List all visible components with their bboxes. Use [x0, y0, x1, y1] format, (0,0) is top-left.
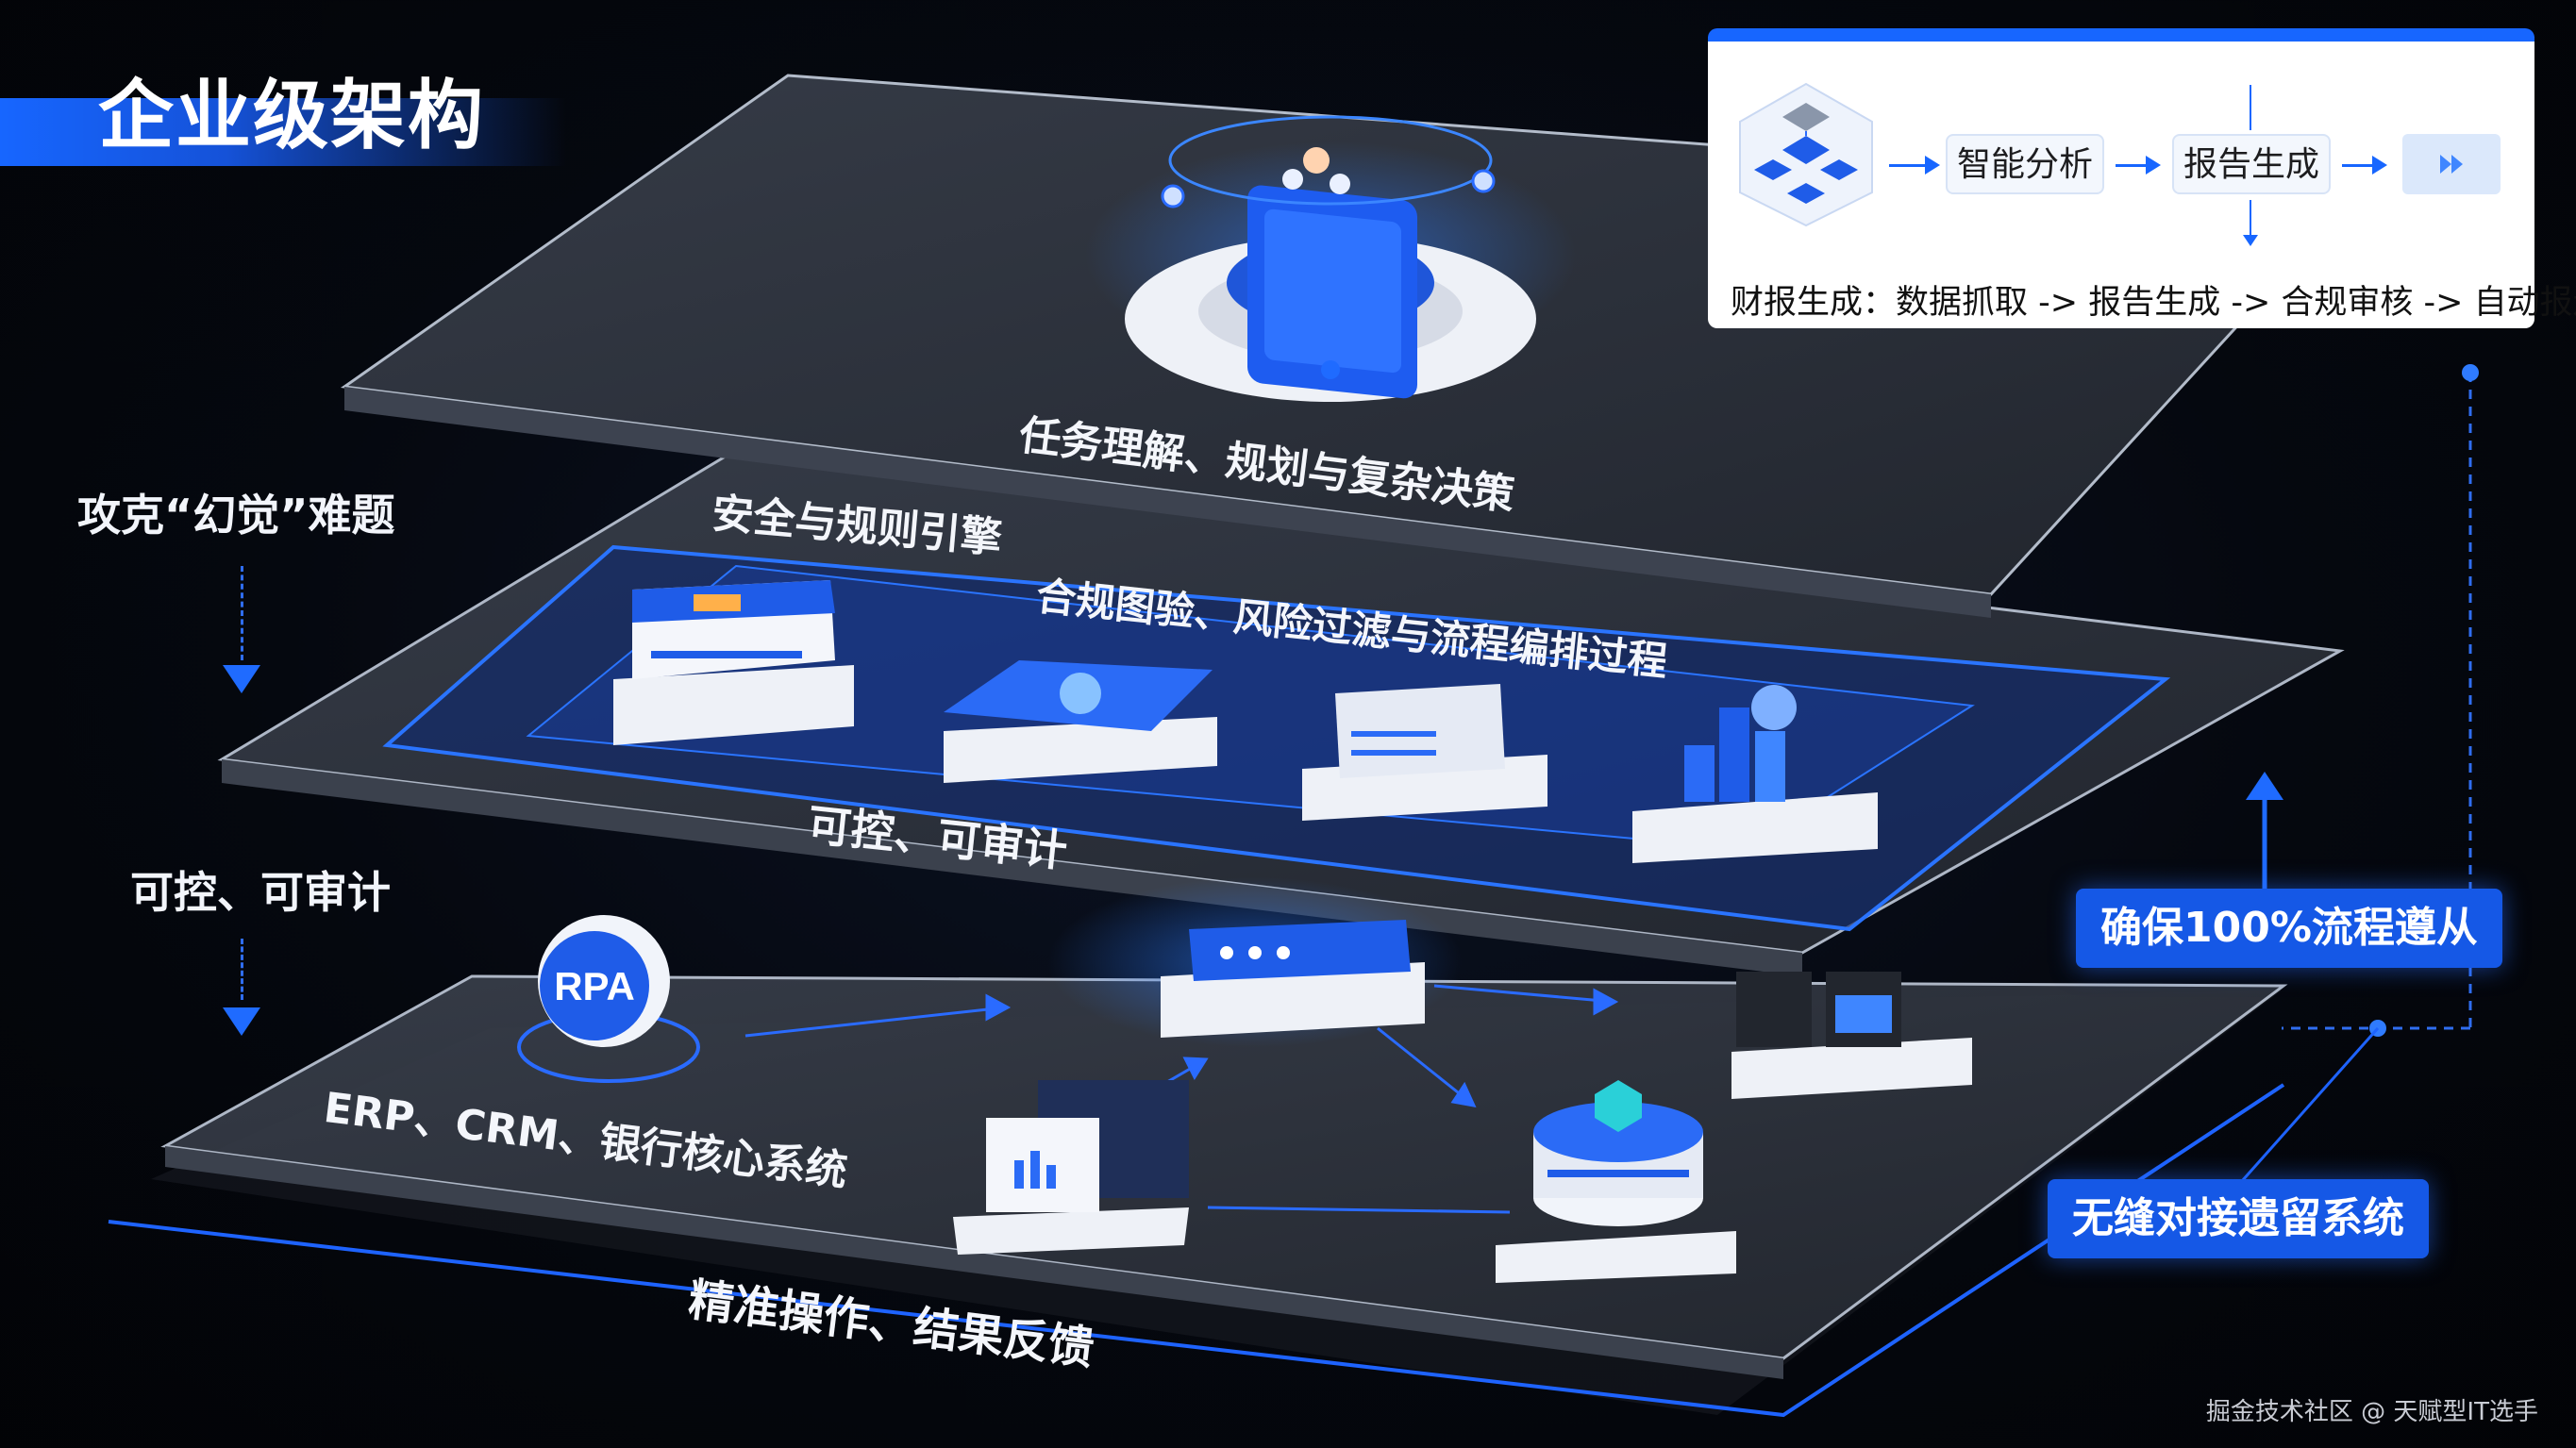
- server-rack-icon: [1161, 920, 1425, 1038]
- cube-network-icon: [1731, 79, 1882, 230]
- compliance-badge: 确保100%流程遵从: [2076, 889, 2502, 968]
- left-arrow-top: [241, 566, 243, 660]
- card-connector-down: [2250, 200, 2251, 238]
- card-arrow-1: [1889, 164, 1936, 167]
- page-title: 企业级架构: [98, 55, 485, 164]
- workflow-card: 智能分析 报告生成 财报生成：数据抓取 -> 报告生成 -> 合规审核 -> 自…: [1708, 28, 2534, 328]
- controllable-label: 可控、可审计: [130, 858, 391, 921]
- fast-forward-button: [2402, 134, 2501, 194]
- card-step-report: 报告生成: [2172, 134, 2331, 194]
- left-arrow-bottom-head: [223, 1007, 260, 1036]
- card-connector-up: [2250, 85, 2251, 130]
- card-connector-down-head: [2243, 235, 2258, 246]
- left-arrow-top-head: [223, 665, 260, 693]
- legacy-badge: 无缝对接遗留系统: [2048, 1179, 2429, 1258]
- hallucination-label: 攻克“幻觉”难题: [77, 481, 394, 543]
- left-arrow-bottom: [241, 939, 243, 1000]
- card-step-analysis: 智能分析: [1946, 134, 2104, 194]
- card-caption: 财报生成：数据抓取 -> 报告生成 -> 合规审核 -> 自动报送: [1731, 275, 2576, 324]
- fast-forward-icon: [2402, 134, 2501, 194]
- rpa-label: RPA: [554, 964, 635, 1008]
- card-arrow-3: [2342, 164, 2384, 167]
- right-connector: [2227, 364, 2479, 1198]
- watermark: 掘金技术社区 @ 天赋型IT选手: [2206, 1392, 2538, 1427]
- card-arrow-2: [2116, 164, 2157, 167]
